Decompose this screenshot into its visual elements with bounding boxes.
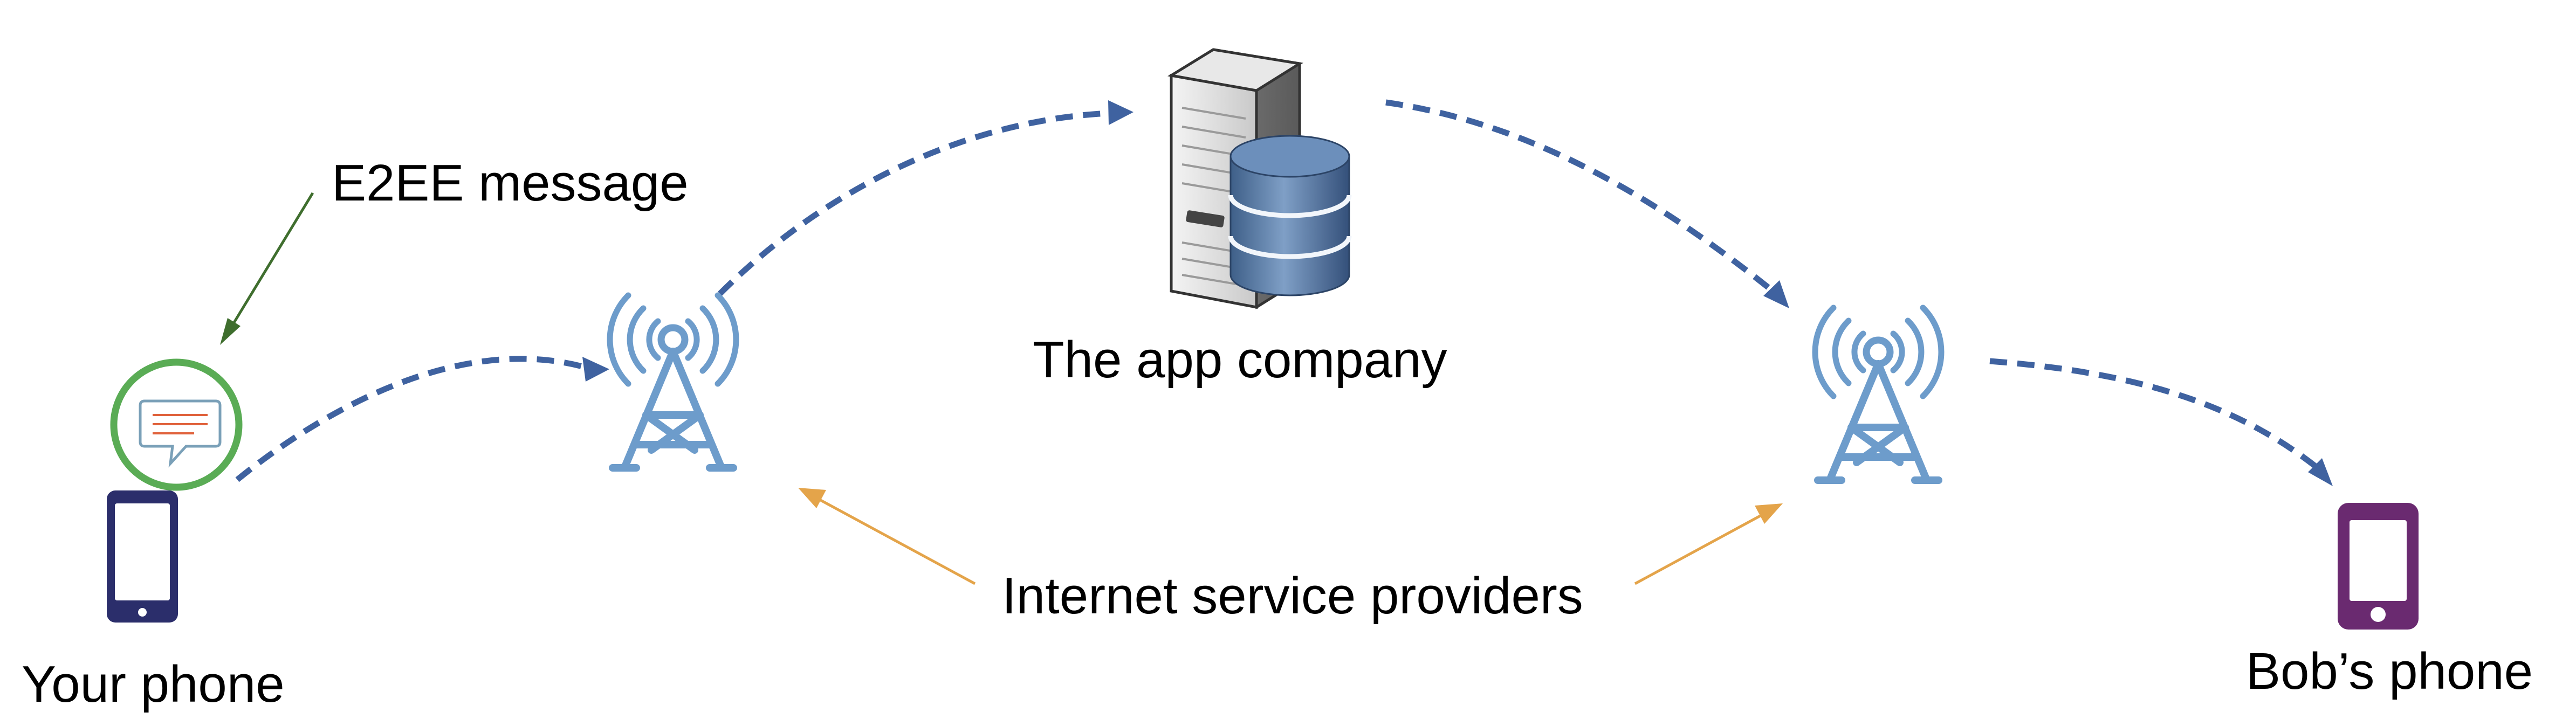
- arrowhead-3: [1763, 280, 1789, 308]
- arrowhead-4: [2308, 458, 2333, 486]
- chat-bubble-icon: [110, 358, 243, 491]
- e2ee-annotation-arrow: [220, 192, 314, 345]
- your-phone-label: Your phone: [22, 655, 285, 713]
- flow-arrows: [235, 99, 2321, 482]
- isp-label: Internet service providers: [1002, 567, 1583, 625]
- app-company-label: The app company: [1033, 331, 1447, 389]
- bobs-phone-label: Bob’s phone: [2246, 642, 2533, 700]
- flow-arrow-tower-to-bobs-phone: [1989, 358, 2321, 472]
- flow-arrow-tower-to-server: [718, 110, 1111, 296]
- cell-tower-icon: [1812, 305, 1945, 484]
- bobs-phone-icon: [2338, 503, 2419, 630]
- cell-tower-icon: [607, 292, 739, 472]
- arrowhead-1: [582, 357, 609, 382]
- e2ee-message-label: E2EE message: [332, 154, 689, 212]
- server-database-icon: [1167, 48, 1352, 309]
- flow-arrowheads: [582, 100, 2333, 486]
- isp-annotation-arrows: [798, 488, 1783, 585]
- arrowhead-2: [1108, 100, 1134, 125]
- flow-arrow-phone-to-tower: [235, 356, 583, 482]
- your-phone-icon: [107, 490, 178, 623]
- flow-arrow-server-to-tower: [1385, 99, 1782, 299]
